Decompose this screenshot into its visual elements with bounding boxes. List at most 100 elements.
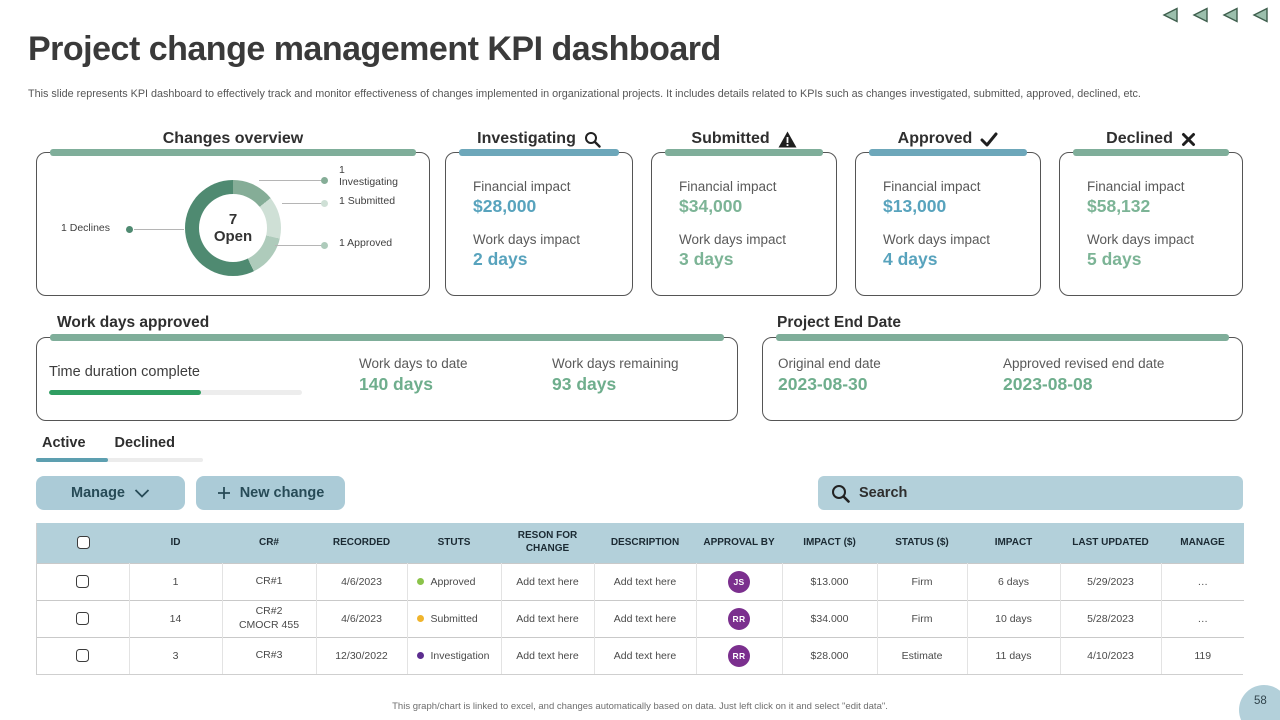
approver-avatar[interactable]: RR (728, 644, 750, 667)
cell-impact-days: 6 days (967, 562, 1061, 600)
row-checkbox[interactable] (76, 612, 90, 625)
new-change-button[interactable]: New change (196, 476, 345, 510)
approver-avatar[interactable]: JS (728, 570, 750, 593)
project-end-date-title: Project End Date (777, 313, 902, 331)
column-header: IMPACT (967, 523, 1060, 563)
back-arrow-icon[interactable] (1161, 7, 1178, 23)
workdays-approved-title: Work days approved (57, 313, 210, 331)
cell-status-usd: Firm (877, 599, 968, 637)
kpi-card-declined: Declined Financial impact $58,132 Work d… (1059, 126, 1243, 296)
legend-label-submitted: 1 Submitted (339, 195, 396, 207)
cell-recorded: 4/6/2023 (316, 599, 408, 637)
cell-reason: Add text here (501, 599, 595, 637)
select-all-header (37, 523, 129, 563)
close-icon (1181, 132, 1196, 147)
workdays-to-date-value: 140 days (359, 374, 433, 394)
revised-end-date: Approved revised end date 2023-08-08 (1003, 356, 1164, 395)
workdays-approved-section: Work days approved Time duration complet… (36, 308, 738, 421)
tab-active[interactable]: Active (42, 435, 86, 451)
changes-overview-title-text: Changes overview (162, 130, 304, 147)
financial-impact-value: $58,132 (1087, 196, 1151, 216)
column-header: STATUS ($) (877, 523, 967, 563)
time-duration-progress: Time duration complete (49, 364, 302, 395)
progress-fill (49, 390, 201, 395)
cell-cr: CR#1 (222, 562, 317, 600)
workdays-impact-value: 3 days (679, 249, 734, 269)
column-header: MANAGE (1161, 523, 1244, 563)
cell-impact-days: 11 days (967, 636, 1061, 674)
tab-declined[interactable]: Declined (114, 435, 175, 451)
workdays-to-date-label: Work days to date (359, 356, 468, 371)
progress-track (49, 390, 302, 395)
column-header: CR# (222, 523, 316, 563)
footer-note: This graph/chart is linked to excel, and… (392, 701, 888, 712)
leader-line (259, 180, 321, 181)
cell-status: Approved (407, 562, 502, 600)
status-label: Submitted (430, 612, 478, 625)
financial-impact-value: $34,000 (679, 196, 743, 216)
accent-bar (1073, 149, 1229, 156)
row-checkbox[interactable] (76, 575, 90, 588)
cell-id: 14 (129, 599, 223, 637)
changes-overview-title: Changes overview (36, 126, 430, 152)
cell-approval-by: RR (696, 599, 783, 637)
status-dot (416, 578, 424, 585)
cell-impact-usd: $34.000 (782, 599, 878, 637)
cell-last-updated: 5/29/2023 (1060, 562, 1162, 600)
accent-bar (869, 149, 1027, 156)
legend-label-approved: 1 Approved (339, 237, 393, 249)
cell-cr: CR#2 CMOCR 455 (222, 599, 317, 637)
changes-donut-chart[interactable]: 7 Open (185, 180, 281, 276)
original-end-date-value: 2023-08-30 (778, 374, 868, 394)
accent-bar (50, 149, 416, 156)
approver-avatar[interactable]: RR (728, 607, 750, 630)
cell-description: Add text here (594, 599, 697, 637)
financial-impact-value: $13,000 (883, 196, 947, 216)
plus-icon (217, 486, 231, 500)
legend-dot-declines (126, 226, 133, 233)
row-checkbox[interactable] (76, 649, 90, 663)
changes-overview-box: 7 Open 1 Investigating 1 Submitted 1 App… (36, 149, 430, 296)
financial-impact-label: Financial impact (679, 179, 777, 194)
manage-button-label: Manage (71, 485, 125, 501)
kpi-card-submitted: Submitted Financial impact $34,000 Work … (651, 126, 837, 296)
leader-line (282, 203, 322, 204)
accent-bar (459, 149, 619, 156)
workdays-to-date: Work days to date 140 days (359, 356, 468, 395)
cell-approval-by: RR (696, 636, 783, 674)
status-dot (416, 652, 424, 660)
back-arrow-icon[interactable] (1251, 7, 1268, 23)
back-arrow-icon[interactable] (1191, 7, 1208, 23)
search-bar[interactable] (818, 476, 1243, 510)
donut-center: 7 Open (199, 194, 267, 262)
legend-dot-submitted (321, 200, 328, 207)
kpi-title: Submitted (691, 130, 770, 147)
cell-manage: 119 (1161, 636, 1244, 674)
financial-impact-label: Financial impact (883, 179, 981, 194)
cell-reason: Add text here (501, 562, 595, 600)
manage-button[interactable]: Manage (36, 476, 185, 510)
cell-recorded: 12/30/2022 (316, 636, 408, 674)
project-end-date-section: Project End Date Original end date 2023-… (762, 308, 1243, 421)
new-change-button-label: New change (239, 485, 325, 501)
workdays-impact-label: Work days impact (473, 232, 581, 247)
cell-id: 3 (129, 636, 223, 674)
kpi-title: Investigating (477, 130, 576, 147)
cell-impact-usd: $13.000 (782, 562, 878, 600)
kpi-card-investigating: Investigating Financial impact $28,000 W… (445, 126, 633, 296)
search-input[interactable] (859, 485, 1243, 501)
leader-line (275, 245, 322, 246)
financial-impact-label: Financial impact (1087, 179, 1185, 194)
leader-line (134, 229, 184, 230)
select-all-checkbox[interactable] (76, 535, 90, 549)
cell-last-updated: 4/10/2023 (1060, 636, 1162, 674)
accent-bar (50, 334, 724, 341)
workdays-impact-value: 4 days (883, 249, 938, 269)
cell-impact-days: 10 days (967, 599, 1061, 637)
back-arrow-icon[interactable] (1221, 7, 1238, 23)
column-header: APPROVAL BY (696, 523, 782, 563)
cell-description: Add text here (594, 562, 697, 600)
legend-label-declines: 1 Declines (61, 222, 111, 234)
